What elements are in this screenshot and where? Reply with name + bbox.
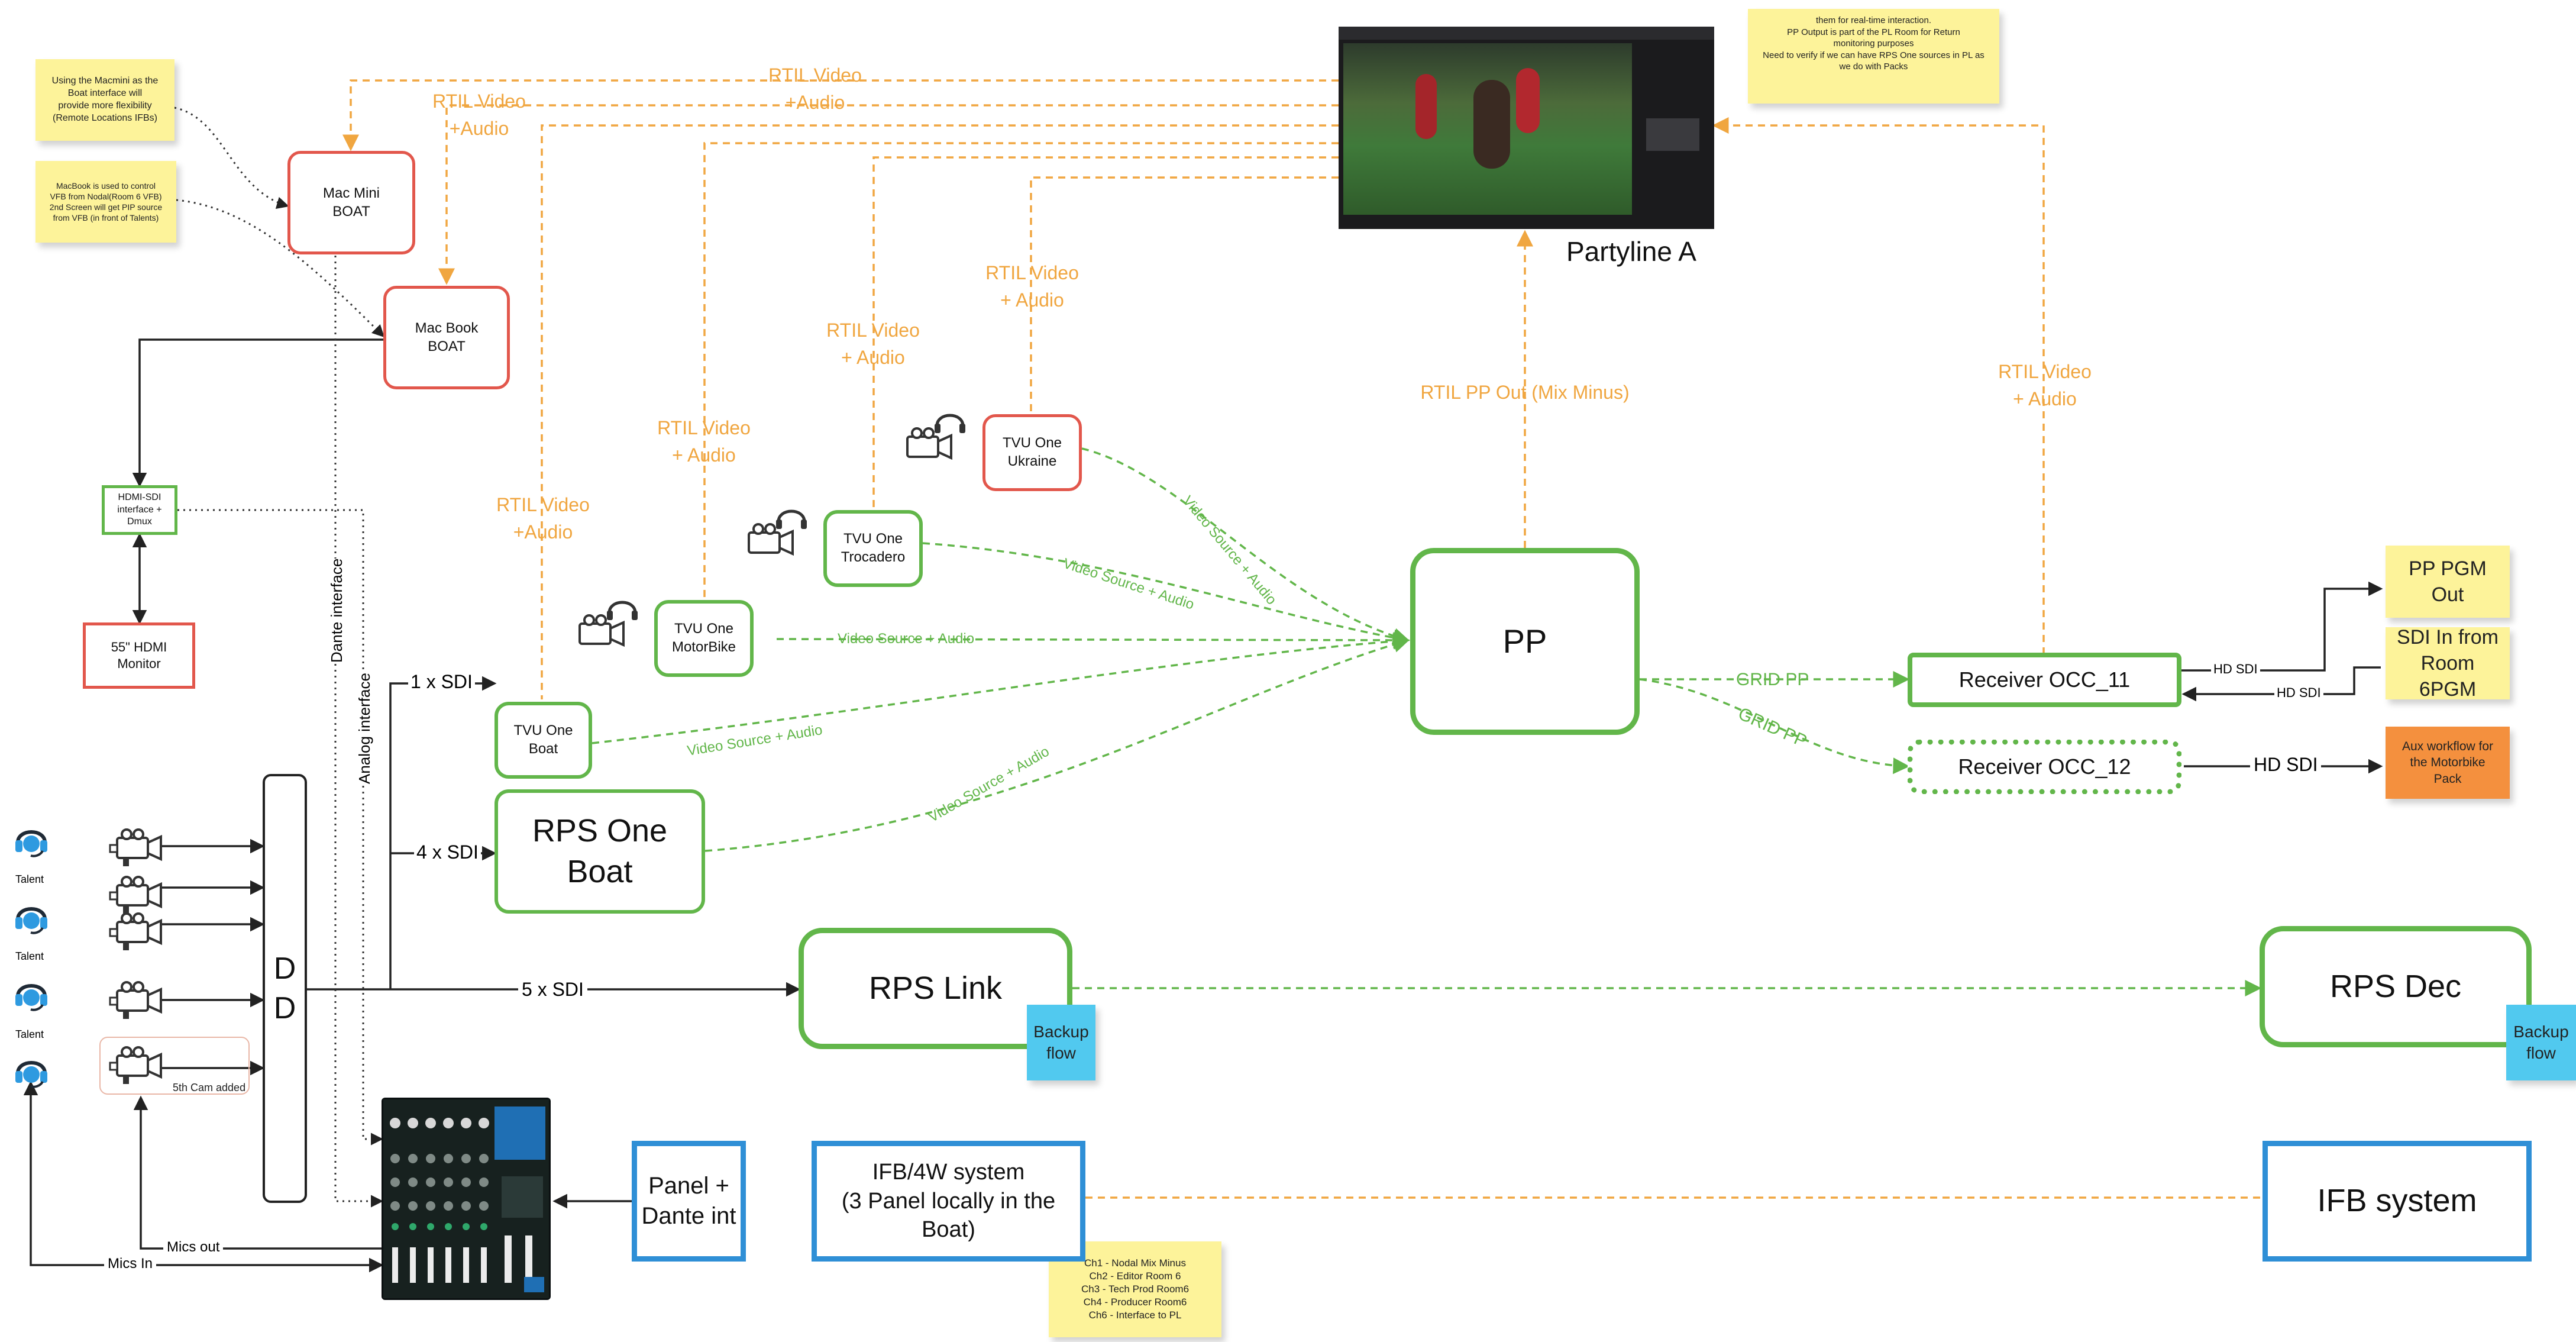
aux-workflow-note: Aux workflow for the Motorbike Pack bbox=[2386, 727, 2510, 799]
ifb-system-node[interactable]: IFB system bbox=[2263, 1141, 2532, 1262]
fifth-cam-label: 5th Cam added bbox=[173, 1082, 246, 1093]
backup-flow-note-1: Backup flow bbox=[1027, 1005, 1095, 1080]
tvu-one-trocadero-node[interactable]: TVU One Trocadero bbox=[823, 510, 923, 587]
video-camera-icon bbox=[899, 408, 970, 473]
hd-sdi-label-1: HD SDI bbox=[2211, 662, 2260, 677]
macmini-note: Using the Macmini as the Boat interface … bbox=[35, 59, 174, 141]
analog-interface-label: Analog interface bbox=[355, 673, 374, 784]
video-camera-icon bbox=[741, 504, 812, 569]
video-camera-icon bbox=[109, 1045, 168, 1086]
rps-dec-node[interactable]: RPS Dec bbox=[2260, 926, 2532, 1047]
talent-label-1: Talent bbox=[15, 873, 44, 885]
rtil-pp-out-label: RTIL PP Out (Mix Minus) bbox=[1420, 382, 1630, 403]
headset-icon bbox=[13, 976, 50, 1012]
receiver-occ-12-node[interactable]: Receiver OCC_12 bbox=[1908, 740, 2181, 794]
talent-label-3: Talent bbox=[15, 1028, 44, 1040]
rps-link-node[interactable]: RPS Link bbox=[799, 928, 1072, 1049]
headset-icon bbox=[13, 822, 50, 858]
hdmi-monitor-node[interactable]: 55" HDMI Monitor bbox=[83, 622, 195, 689]
four-sdi-label: 4 x SDI bbox=[414, 841, 481, 863]
headset-icon bbox=[13, 899, 50, 935]
rtil-trocadero-label: RTIL Video + Audio bbox=[826, 320, 920, 369]
rtil-tvu-boat-label: RTIL Video +Audio bbox=[496, 494, 590, 543]
five-sdi-label: 5 x SDI bbox=[518, 979, 587, 1001]
tvu-one-motorbike-node[interactable]: TVU One MotorBike bbox=[654, 600, 754, 677]
pp-pgm-out-note: PP PGM Out bbox=[2386, 546, 2510, 618]
tvu-one-boat-node[interactable]: TVU One Boat bbox=[494, 702, 592, 779]
rps-one-boat-node[interactable]: RPS One Boat bbox=[494, 789, 705, 914]
mics-out-label: Mics out bbox=[163, 1239, 224, 1256]
hd-sdi-label-3: HD SDI bbox=[2250, 754, 2322, 776]
dd-router-node[interactable]: D D bbox=[263, 774, 307, 1203]
fifth-cam-frame bbox=[99, 1037, 250, 1095]
rtil-motorbike-label: RTIL Video + Audio bbox=[657, 417, 751, 466]
mac-mini-boat-node[interactable]: Mac Mini BOAT bbox=[287, 151, 415, 254]
rtil-top-label: RTIL Video +Audio bbox=[768, 64, 862, 114]
rtil-ukraine-label: RTIL Video + Audio bbox=[985, 262, 1079, 311]
mics-in-label: Mics In bbox=[104, 1256, 157, 1272]
macbook-note: MacBook is used to control VFB from Noda… bbox=[35, 161, 176, 243]
pp-note: them for real-time interaction. PP Outpu… bbox=[1748, 9, 1999, 104]
video-camera-icon bbox=[109, 980, 168, 1021]
video-camera-icon bbox=[109, 875, 168, 916]
receiver-occ-11-node[interactable]: Receiver OCC_11 bbox=[1908, 653, 2181, 707]
tvu-one-ukraine-node[interactable]: TVU One Ukraine bbox=[982, 414, 1082, 491]
video-camera-icon bbox=[109, 911, 168, 953]
panel-dante-node[interactable]: Panel + Dante int bbox=[632, 1141, 746, 1262]
rtil-macmini-label: RTIL Video +Audio bbox=[432, 91, 526, 140]
talent-label-2: Talent bbox=[15, 950, 44, 962]
mac-book-boat-node[interactable]: Mac Book BOAT bbox=[383, 286, 510, 389]
video-camera-icon bbox=[571, 595, 642, 660]
partyline-label: Partyline A bbox=[1566, 236, 1696, 267]
video-camera-icon bbox=[109, 827, 168, 869]
video-source-motorbike-label: Video Source + Audio bbox=[838, 631, 975, 647]
pp-node[interactable]: PP bbox=[1410, 548, 1640, 735]
rtil-receiver-label: RTIL Video + Audio bbox=[1998, 361, 2092, 410]
grid-pp-label-1: GRID PP bbox=[1736, 670, 1809, 689]
hdmi-sdi-interface-node[interactable]: HDMI-SDI interface + Dmux bbox=[102, 485, 177, 535]
audio-mixer-icon[interactable] bbox=[382, 1098, 551, 1300]
sdi-in-room-note: SDI In from Room 6PGM bbox=[2386, 626, 2510, 701]
dante-interface-label: Dante interface bbox=[328, 558, 346, 663]
ifb-4w-system-node[interactable]: IFB/4W system (3 Panel locally in the Bo… bbox=[812, 1141, 1085, 1262]
one-sdi-label: 1 x SDI bbox=[408, 671, 475, 693]
hd-sdi-label-2: HD SDI bbox=[2274, 685, 2323, 701]
video-preview-thumbnail bbox=[1339, 27, 1714, 229]
headset-icon bbox=[13, 1053, 50, 1089]
backup-flow-note-2: Backup flow bbox=[2506, 1005, 2576, 1080]
